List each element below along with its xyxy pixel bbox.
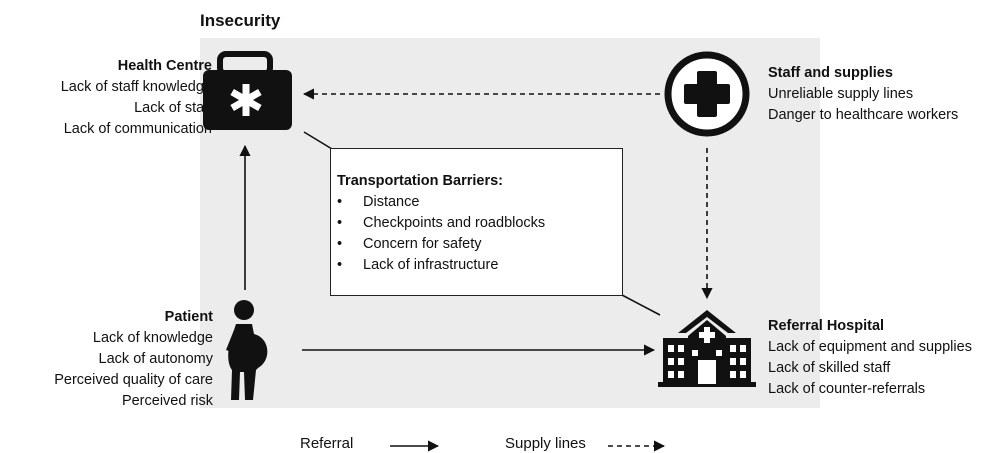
staff-supplies-block: Staff and supplies Unreliable supply lin… — [768, 63, 958, 126]
patient-heading: Patient — [164, 309, 213, 325]
patient-item: Perceived quality of care — [54, 372, 213, 388]
health-centre-heading: Health Centre — [117, 58, 212, 74]
connector-line — [303, 131, 333, 150]
diagram-title: Insecurity — [200, 11, 281, 30]
staff-supplies-heading: Staff and supplies — [768, 65, 893, 81]
transportation-barrier-item: Distance — [337, 192, 622, 213]
transportation-barriers-list: Distance Checkpoints and roadblocks Conc… — [337, 192, 622, 276]
patient-item: Lack of autonomy — [98, 351, 213, 367]
transportation-barrier-item: Lack of infrastructure — [337, 255, 622, 276]
referral-hospital-item: Lack of skilled staff — [768, 360, 891, 376]
transportation-barriers-box: Transportation Barriers: Distance Checkp… — [330, 148, 623, 296]
connector-line — [621, 294, 661, 316]
referral-hospital-item: Lack of counter-referrals — [768, 381, 926, 397]
transportation-barrier-item: Checkpoints and roadblocks — [337, 213, 622, 234]
legend-referral-label: Referral — [300, 435, 354, 452]
staff-supplies-item: Danger to healthcare workers — [768, 107, 959, 123]
health-centre-item: Lack of staff — [134, 100, 212, 116]
transportation-barriers-heading: Transportation Barriers: — [337, 173, 503, 189]
patient-item: Perceived risk — [121, 393, 213, 409]
pregnant-woman-icon — [226, 300, 268, 400]
health-centre-item: Lack of communication — [63, 121, 212, 137]
medical-kit-icon — [203, 51, 292, 130]
medical-cross-icon — [664, 51, 750, 137]
legend-supply-label: Supply lines — [505, 435, 586, 452]
referral-hospital-item: Lack of equipment and supplies — [768, 339, 972, 355]
referral-hospital-heading: Referral Hospital — [768, 318, 885, 334]
patient-item: Lack of knowledge — [92, 330, 213, 346]
health-centre-block: Health Centre Lack of staff knowledge La… — [61, 56, 212, 140]
health-centre-item: Lack of staff knowledge — [60, 79, 212, 95]
patient-block: Patient Lack of knowledge Lack of autono… — [54, 307, 213, 412]
hospital-icon — [658, 310, 756, 387]
transportation-barrier-item: Concern for safety — [337, 234, 622, 255]
staff-supplies-item: Unreliable supply lines — [768, 86, 914, 102]
referral-hospital-block: Referral Hospital Lack of equipment and … — [768, 316, 972, 400]
